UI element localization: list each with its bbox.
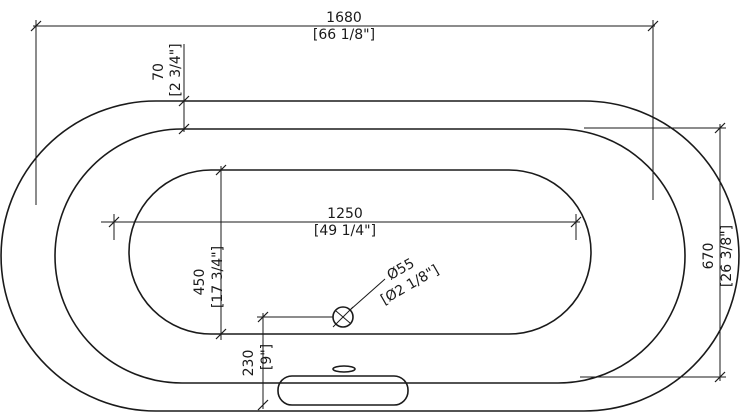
rim-width-imperial: [2 3/4"] — [168, 43, 184, 96]
rim-width-metric: 70 — [151, 63, 167, 81]
dim-overall-length: 1680 [66 1/8"] — [30, 10, 659, 205]
overflow-plate — [277, 375, 409, 406]
inner-width-imperial: [17 3/4"] — [210, 246, 226, 308]
inner-width-metric: 450 — [192, 269, 208, 296]
dim-overall-width: 670 [26 3/8"] — [580, 122, 735, 383]
dim-drain-diameter: Ø55 [Ø2 1/8"] — [378, 255, 442, 308]
inner-length-imperial: [49 1/4"] — [314, 223, 376, 239]
dim-inner-width: 450 [17 3/4"] — [192, 164, 240, 340]
tub-basin — [128, 169, 592, 335]
dim-inner-length: 1250 [49 1/4"] — [101, 206, 582, 240]
drain-cross-b — [335, 310, 351, 324]
overall-width-imperial: [26 3/8"] — [719, 225, 735, 287]
inner-length-metric: 1250 — [327, 206, 363, 222]
dim-drain-offset: 230 [9"] — [241, 311, 333, 411]
overall-length-imperial: [66 1/8"] — [313, 27, 375, 43]
overflow-hole — [332, 365, 356, 373]
overall-width-metric: 670 — [701, 243, 717, 270]
drain-offset-metric: 230 — [241, 350, 257, 377]
tub-outer-rim — [0, 100, 740, 412]
overall-length-metric: 1680 — [326, 10, 362, 26]
dim-rim-width: 70 [2 3/4"] — [151, 43, 194, 135]
tub-inner-rim — [54, 128, 686, 384]
drain-offset-imperial: [9"] — [259, 344, 275, 370]
drain-leader — [349, 278, 386, 311]
